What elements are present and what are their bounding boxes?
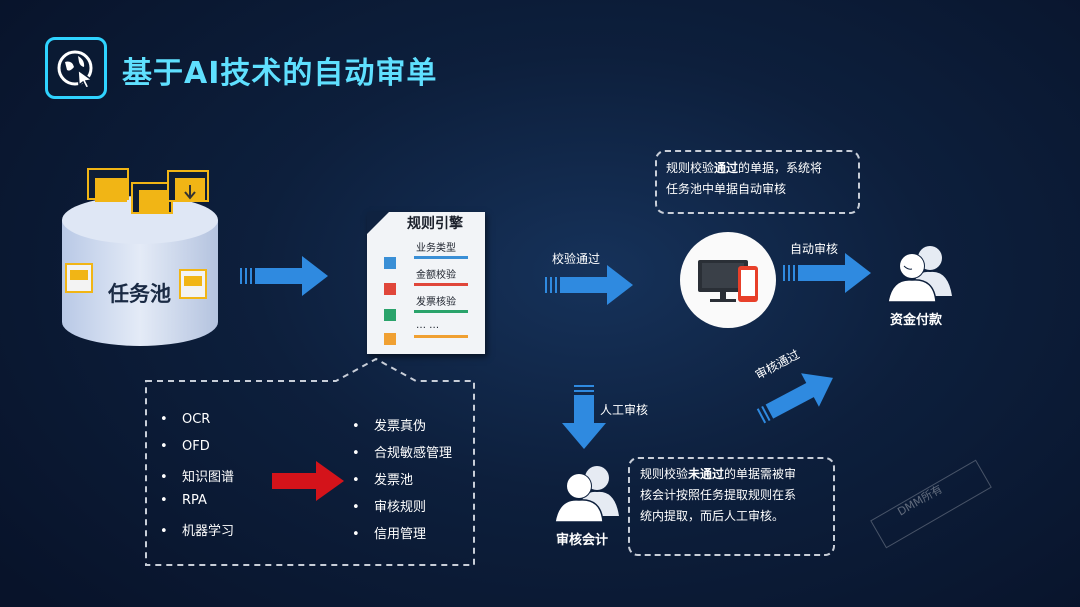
- rule-item-label: 发票核验: [416, 297, 456, 308]
- tech-item: •机器学习: [160, 524, 235, 539]
- rule-item-label: … …: [416, 320, 440, 331]
- tech-item: •知识图谱: [160, 470, 235, 485]
- auditor-label: 审核会计: [556, 533, 609, 548]
- red-arrow-icon: [272, 461, 344, 501]
- arrow-right-icon: [240, 256, 328, 296]
- rule-line: [414, 283, 468, 286]
- payment-people-icon: [887, 246, 952, 303]
- manual-review-label: 人工审核: [600, 403, 649, 417]
- rule-engine-title: 规则引擎: [407, 216, 463, 232]
- check-item: •审核规则: [352, 500, 427, 515]
- tech-item: •RPA: [160, 493, 207, 508]
- auto-arrow-icon: [783, 253, 871, 293]
- rule-square-icon: [384, 333, 396, 345]
- rule-item-label: 业务类型: [416, 243, 456, 254]
- rule-line: [414, 256, 468, 259]
- folder-right-icon: [179, 269, 207, 299]
- rule-square-icon: [384, 257, 396, 269]
- document-fold: [367, 212, 389, 234]
- approve-arrow-icon: [756, 373, 833, 424]
- rule-line: [414, 335, 468, 338]
- auto-review-label: 自动审核: [790, 242, 839, 256]
- folder-left-icon: [65, 263, 93, 293]
- pass-label: 校验通过: [552, 252, 601, 266]
- check-item: •合规敏感管理: [352, 446, 453, 461]
- pass-arrow-icon: [545, 265, 633, 305]
- payment-label: 资金付款: [890, 313, 943, 328]
- tech-item: •OFD: [160, 439, 210, 454]
- rule-item-label: 金额校验: [416, 270, 456, 281]
- watermark-frame: [870, 459, 992, 549]
- manual-arrow-down-icon: [562, 385, 606, 449]
- tech-list-callout: [145, 357, 475, 566]
- task-pool-label: 任务池: [108, 282, 171, 306]
- rule-square-icon: [384, 283, 396, 295]
- rule-square-icon: [384, 309, 396, 321]
- auto-note-text: 规则校验通过的单据，系统将 任务池中单据自动审核: [666, 161, 823, 196]
- folder-stack-icon: [87, 168, 209, 214]
- tech-item: •OCR: [160, 412, 211, 427]
- auto-note-box: [655, 150, 860, 214]
- check-item: •发票池: [352, 473, 414, 488]
- page-title: 基于AI技术的自动审单: [122, 56, 438, 91]
- monitor-phone-icon: [680, 232, 776, 328]
- auditor-people-icon: [554, 466, 619, 523]
- check-item: •信用管理: [352, 527, 427, 542]
- rule-line: [414, 310, 468, 313]
- manual-note-text: 规则校验未通过的单据需被审 核会计按照任务提取规则在系 统内提取，而后人工审核。: [640, 467, 797, 523]
- logo-icon: [45, 37, 107, 99]
- check-item: •发票真伪: [352, 419, 427, 434]
- task-pool-cylinder: [62, 196, 218, 346]
- manual-note-box: [628, 457, 835, 556]
